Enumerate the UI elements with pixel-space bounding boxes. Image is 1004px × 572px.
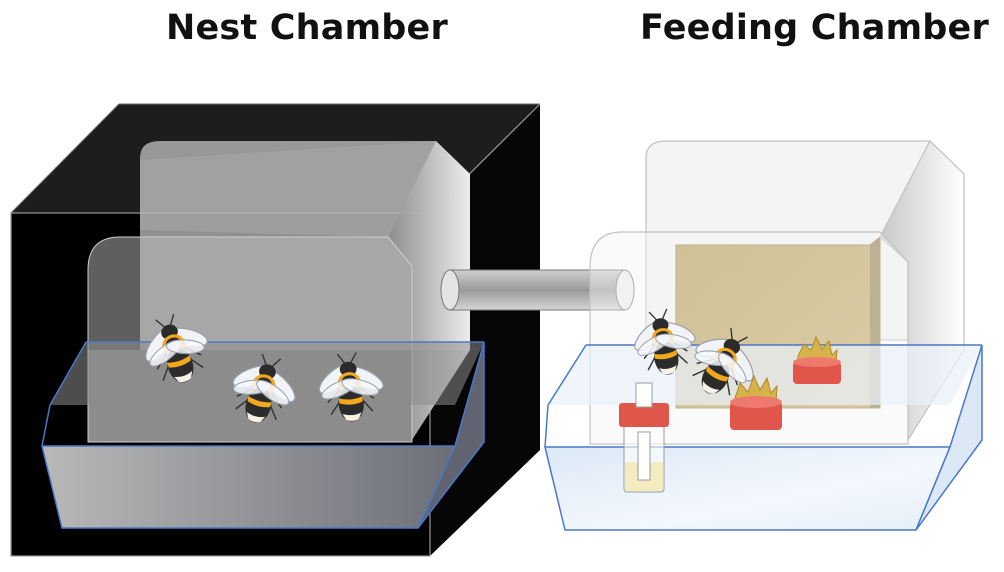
nest-shell-roof [140, 141, 436, 237]
feeding-tray-side [915, 344, 983, 531]
feeding-chamber-title: Feeding Chamber [640, 8, 989, 48]
feeding-chamber [544, 140, 983, 531]
pollen-feeder-icon [730, 374, 782, 430]
connecting-tube [440, 269, 635, 311]
syrup-feeder-icon [619, 382, 669, 493]
nest-tray-front [41, 445, 457, 529]
nest-chamber [10, 103, 541, 557]
nest-tray-side [417, 341, 485, 529]
feeding-tray-front [544, 446, 952, 531]
pollen-feeder-icon [793, 335, 841, 384]
nest-chamber-title: Nest Chamber [166, 8, 448, 48]
